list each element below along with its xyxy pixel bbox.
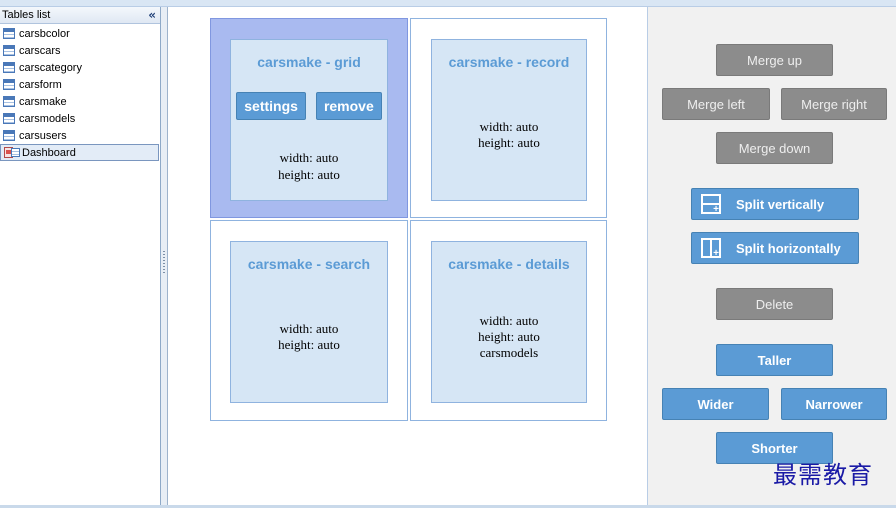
tables-list: carsbcolor carscars carscategory carsfor… (0, 24, 160, 161)
sidebar-item-label: carsusers (19, 129, 67, 142)
merge-down-button[interactable]: Merge down (716, 132, 833, 164)
sidebar-item-carscategory[interactable]: carscategory (0, 59, 160, 76)
dashboard-cell-details[interactable]: carsmake - details width: auto height: a… (410, 220, 607, 421)
panel-title: carsmake - search (247, 256, 371, 272)
bottom-strip (0, 505, 896, 508)
remove-button[interactable]: remove (315, 92, 382, 120)
panel-height: height: auto (278, 337, 340, 352)
merge-right-button[interactable]: Merge right (781, 88, 887, 120)
splitter-grip-icon[interactable] (163, 251, 165, 275)
dashboard-cell-record[interactable]: carsmake - record width: auto height: au… (410, 18, 607, 218)
merge-left-button[interactable]: Merge left (662, 88, 770, 120)
dashboard-cell-search[interactable]: carsmake - search width: auto height: au… (210, 220, 408, 421)
sidebar-item-dashboard[interactable]: Dashboard (0, 144, 159, 161)
panel-title: carsmake - details (448, 256, 570, 272)
sidebar-item-label: carsmake (19, 95, 67, 108)
watermark: 最需教育 (773, 461, 873, 489)
sidebar-item-carsform[interactable]: carsform (0, 76, 160, 93)
split-horizontally-button[interactable]: Split horizontally (691, 232, 859, 264)
panel-width: width: auto (479, 313, 539, 328)
panel-detail-table: carsmodels (479, 345, 539, 360)
taller-button[interactable]: Taller (716, 344, 833, 376)
collapse-icon[interactable]: « (148, 8, 156, 22)
panel-splitter[interactable] (161, 7, 168, 505)
sidebar-item-label: carscategory (19, 61, 82, 74)
merge-up-button[interactable]: Merge up (716, 44, 833, 76)
layout-toolbar: Merge up Merge left Merge right Merge do… (647, 7, 896, 505)
sidebar-item-label: carsmodels (19, 112, 76, 125)
sidebar-item-label: Dashboard (22, 146, 76, 159)
split-vertical-icon (701, 194, 721, 215)
sidebar-item-carsmodels[interactable]: carsmodels (0, 110, 160, 127)
sidebar-item-carsbcolor[interactable]: carsbcolor (0, 25, 160, 42)
panel-width: width: auto (279, 150, 339, 165)
split-vertically-button[interactable]: Split vertically (691, 188, 859, 220)
panel-height: height: auto (278, 167, 340, 182)
tables-list-panel: Tables list « carsbcolor carscars carsca… (0, 7, 161, 505)
settings-button[interactable]: settings (236, 92, 306, 120)
dashboard-panel[interactable]: carsmake - search width: auto height: au… (230, 241, 388, 403)
sidebar-item-label: carsbcolor (19, 27, 70, 40)
top-strip (0, 0, 896, 7)
table-icon (3, 130, 15, 141)
panel-title: carsmake - grid (257, 54, 361, 70)
table-icon (3, 62, 15, 73)
split-vertically-label: Split vertically (736, 196, 825, 212)
table-icon (3, 79, 15, 90)
sidebar-item-carsusers[interactable]: carsusers (0, 127, 160, 144)
delete-button[interactable]: Delete (716, 288, 833, 320)
split-horizontal-icon (701, 238, 721, 259)
dashboard-panel[interactable]: carsmake - record width: auto height: au… (431, 39, 587, 201)
shorter-button[interactable]: Shorter (716, 432, 833, 464)
table-icon (3, 113, 15, 124)
tables-list-header: Tables list « (0, 7, 160, 24)
panel-title: carsmake - record (448, 54, 570, 70)
dashboard-panel[interactable]: carsmake - details width: auto height: a… (431, 241, 587, 403)
wider-button[interactable]: Wider (662, 388, 769, 420)
sidebar-item-label: carsform (19, 78, 62, 91)
table-icon (3, 96, 15, 107)
panel-height: height: auto (478, 329, 540, 344)
table-icon (3, 45, 15, 56)
sidebar-item-label: carscars (19, 44, 61, 57)
panel-width: width: auto (479, 119, 539, 134)
dashboard-canvas: carsmake - grid settings remove width: a… (169, 7, 647, 505)
panel-height: height: auto (478, 135, 540, 150)
dashboard-panel[interactable]: carsmake - grid settings remove width: a… (230, 39, 388, 201)
split-horizontally-label: Split horizontally (736, 240, 841, 256)
tables-list-title: Tables list (2, 9, 51, 21)
narrower-button[interactable]: Narrower (781, 388, 887, 420)
dashboard-icon (4, 147, 20, 158)
sidebar-item-carsmake[interactable]: carsmake (0, 93, 160, 110)
table-icon (3, 28, 15, 39)
panel-actions: settings remove (231, 92, 387, 120)
dashboard-cell-grid[interactable]: carsmake - grid settings remove width: a… (210, 18, 408, 218)
panel-width: width: auto (279, 321, 339, 336)
sidebar-item-carscars[interactable]: carscars (0, 42, 160, 59)
